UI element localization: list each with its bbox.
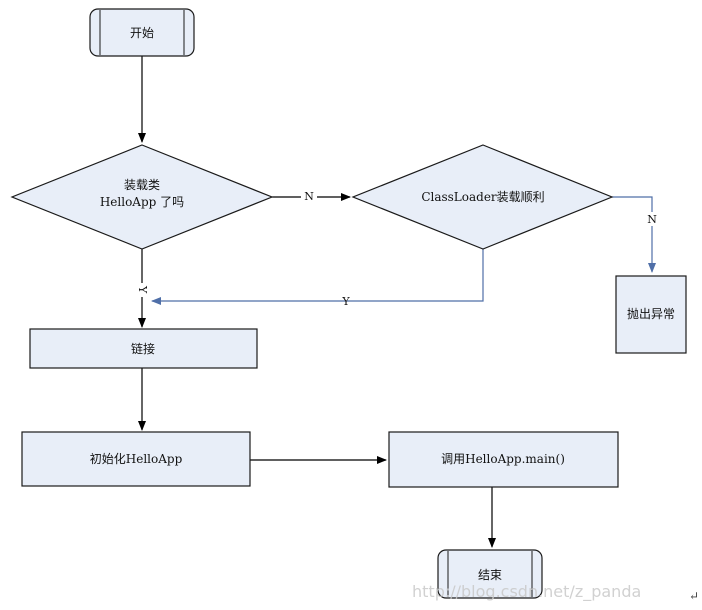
paragraph-return-mark: ↵ <box>689 589 699 603</box>
init-label: 初始化HelloApp <box>90 452 183 466</box>
link-label: 链接 <box>131 341 155 356</box>
start-node: 开始 <box>89 8 195 57</box>
edge-classloader-to-link <box>151 249 484 305</box>
throw-exception-node: 抛出异常 <box>615 275 687 354</box>
edge-label-n-2: N <box>647 213 657 226</box>
decision-loaded-node: 装载类 HelloApp 了吗 <box>10 144 274 250</box>
decision-loaded-line1: 装载类 <box>124 178 160 192</box>
edge-classloader-to-exception <box>612 196 656 273</box>
end-node: 结束 <box>437 549 543 599</box>
watermark-text: http://blog.csdn.net/z_panda <box>412 582 641 602</box>
edge-label-n-1: N <box>304 190 314 203</box>
call-main-node: 调用HelloApp.main() <box>388 431 619 488</box>
throw-exception-label: 抛出异常 <box>627 306 675 321</box>
edge-label-y-1: Y <box>341 295 350 308</box>
init-node: 初始化HelloApp <box>21 431 251 487</box>
start-label: 开始 <box>130 26 154 40</box>
decision-classloader-node: ClassLoader装载顺利 <box>351 144 614 250</box>
decision-classloader-label: ClassLoader装载顺利 <box>421 190 544 204</box>
end-label: 结束 <box>478 568 502 582</box>
call-main-label: 调用HelloApp.main() <box>441 452 565 466</box>
edge-label-y-2: Y <box>136 285 149 294</box>
decision-loaded-line2: HelloApp 了吗 <box>100 195 184 209</box>
link-node: 链接 <box>29 328 258 369</box>
